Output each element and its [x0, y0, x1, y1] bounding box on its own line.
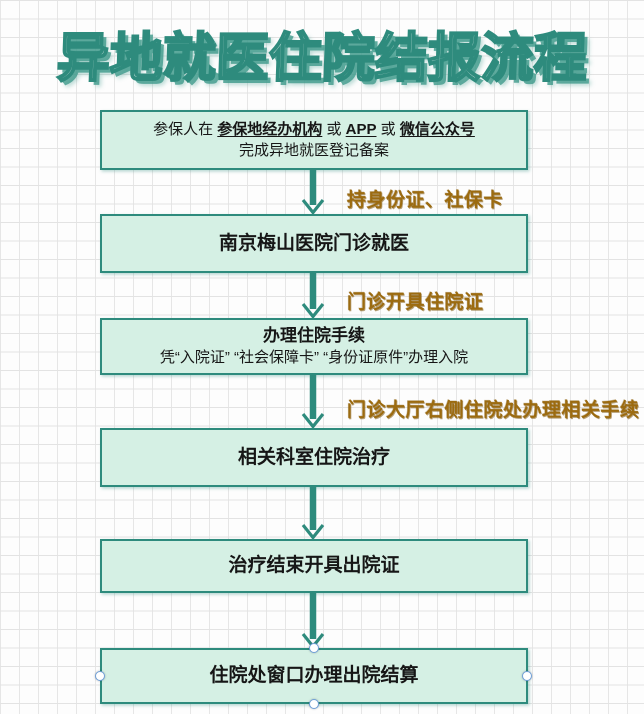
- arrow-label-documents: 持身份证、社保卡: [347, 190, 504, 211]
- down-arrow-icon: [301, 593, 325, 648]
- connection-handle-left[interactable]: [95, 671, 105, 681]
- flow-arrow-4[interactable]: [299, 487, 327, 539]
- step1-line1: 参保人在 参保地经办机构 或 APP 或 微信公众号: [153, 119, 475, 140]
- step1-seg-or1: 或: [322, 121, 346, 138]
- down-arrow-icon: [301, 487, 325, 539]
- arrow-label-admission-office: 门诊大厅右侧住院处办理相关手续: [347, 400, 640, 421]
- step-box-discharge-cert[interactable]: 治疗结束开具出院证: [100, 539, 528, 593]
- connection-handle-right[interactable]: [522, 671, 532, 681]
- arrow-label-admission-cert: 门诊开具住院证: [347, 292, 484, 313]
- step1-seg-app: APP: [345, 121, 377, 138]
- step-box-settlement[interactable]: 住院处窗口办理出院结算: [100, 648, 528, 704]
- step1-seg-wechat: 微信公众号: [399, 121, 475, 138]
- step1-seg-agency: 参保地经办机构: [217, 121, 323, 138]
- flow-arrow-2[interactable]: [299, 273, 327, 318]
- step5-title: 治疗结束开具出院证: [228, 555, 400, 576]
- step4-title: 相关科室住院治疗: [237, 446, 390, 468]
- step3-title: 办理住院手续: [263, 326, 365, 345]
- flow-arrow-5[interactable]: [299, 593, 327, 648]
- step-box-registration[interactable]: 参保人在 参保地经办机构 或 APP 或 微信公众号 完成异地就医登记备案: [100, 110, 528, 170]
- step-box-outpatient-visit[interactable]: 南京梅山医院门诊就医: [100, 214, 528, 273]
- step1-line2: 完成异地就医登记备案: [238, 142, 389, 159]
- step-box-inpatient-treatment[interactable]: 相关科室住院治疗: [100, 428, 528, 487]
- step3-subtitle: 凭“入院证” “社会保障卡” “身份证原件”办理入院: [159, 349, 469, 366]
- page-title[interactable]: 异地就医住院结报流程: [55, 28, 589, 89]
- step2-title: 南京梅山医院门诊就医: [218, 232, 409, 254]
- down-arrow-icon: [301, 273, 325, 318]
- down-arrow-icon: [301, 170, 325, 214]
- step1-seg-or2: 或: [376, 121, 400, 138]
- down-arrow-icon: [301, 375, 325, 428]
- step1-seg-prefix: 参保人在: [153, 121, 218, 138]
- step6-title: 住院处窗口办理出院结算: [209, 665, 419, 686]
- flow-arrow-1[interactable]: [299, 170, 327, 214]
- connection-handle-top[interactable]: [309, 643, 319, 653]
- step-box-admission-procedure[interactable]: 办理住院手续 凭“入院证” “社会保障卡” “身份证原件”办理入院: [100, 318, 528, 375]
- flow-arrow-3[interactable]: [299, 375, 327, 428]
- connection-handle-bottom[interactable]: [309, 699, 319, 709]
